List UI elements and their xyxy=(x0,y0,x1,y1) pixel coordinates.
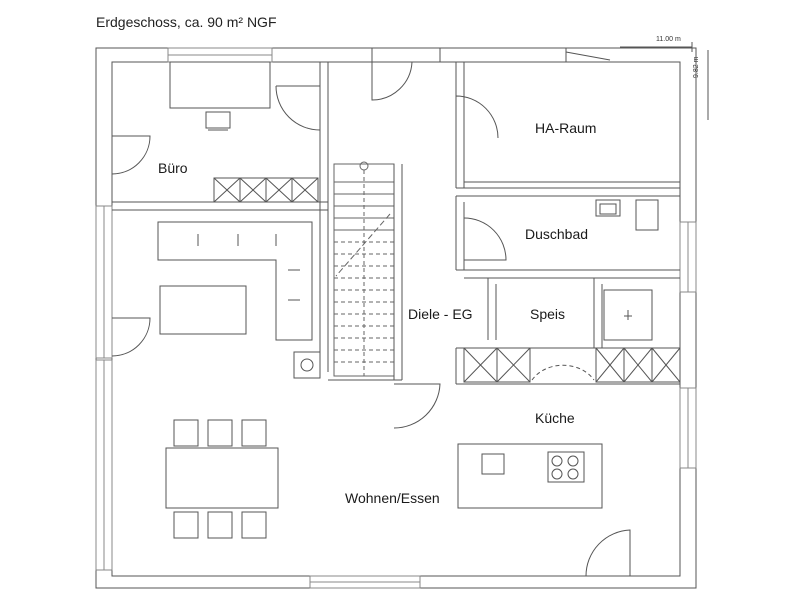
room-label-office: Büro xyxy=(158,160,188,176)
room-label-hall: Diele - EG xyxy=(408,306,473,322)
stove xyxy=(293,351,321,379)
dining-table xyxy=(165,419,279,539)
living-side-door xyxy=(111,317,151,357)
right-rooms-walls xyxy=(455,62,680,385)
utility-door xyxy=(455,48,611,139)
office-desk xyxy=(169,61,271,131)
windows xyxy=(95,47,697,589)
kitchen-island xyxy=(457,443,603,509)
sofa xyxy=(157,221,313,341)
pantry-fixture xyxy=(603,289,653,341)
bath-fixtures xyxy=(595,199,659,231)
kitchen-cabinets xyxy=(463,347,681,383)
room-label-living-dining: Wohnen/Essen xyxy=(345,490,440,506)
hall-walls xyxy=(328,164,441,429)
room-label-shower-bath: Duschbad xyxy=(525,226,589,242)
room-label-pantry: Speis xyxy=(530,306,566,322)
outer-walls xyxy=(95,47,697,589)
room-label-utility: HA-Raum xyxy=(535,120,597,136)
office-shelf xyxy=(213,177,319,203)
entrance-door xyxy=(371,48,441,101)
terrace-door xyxy=(585,529,631,577)
room-label-kitchen: Küche xyxy=(535,410,575,426)
bath-door xyxy=(463,217,507,261)
dimension-line-width xyxy=(620,42,693,52)
plan-title: Erdgeschoss, ca. 90 m² NGF xyxy=(96,14,277,30)
dimension-width: 11.00 m xyxy=(656,36,681,43)
office-door xyxy=(111,85,321,175)
staircase xyxy=(333,161,395,377)
